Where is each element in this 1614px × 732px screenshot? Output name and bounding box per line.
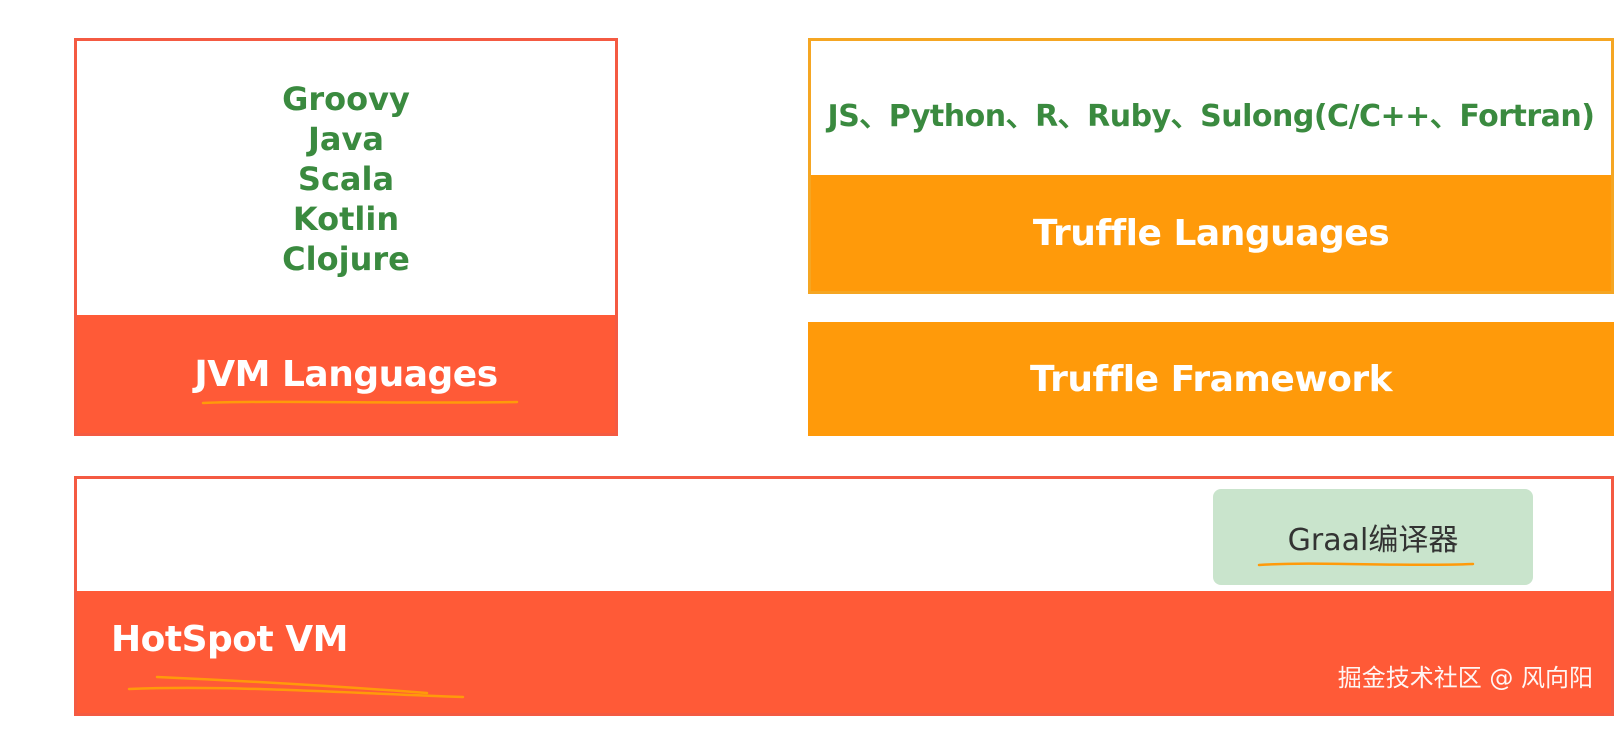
graal-compiler-label: Graal编译器 <box>1287 523 1459 558</box>
hotspot-underline-annotation <box>127 675 465 699</box>
truffle-framework-label: Truffle Framework <box>1029 358 1393 400</box>
language-item-java: Java <box>308 120 384 158</box>
jvm-languages-header: JVM Languages <box>77 315 615 433</box>
truffle-framework-box: Truffle Framework <box>808 322 1614 436</box>
truffle-language-list: JS、Python、R、Ruby、Sulong(C/C++、Fortran) <box>827 99 1595 134</box>
truffle-languages-box: JS、Python、R、Ruby、Sulong(C/C++、Fortran) T… <box>808 38 1614 294</box>
language-item-scala: Scala <box>297 160 395 198</box>
truffle-languages-header: Truffle Languages <box>811 175 1611 291</box>
truffle-languages-label: Truffle Languages <box>1032 212 1390 254</box>
hotspot-vm-box: Graal编译器 HotSpot VM 掘金技术社区 @ 风向阳 <box>74 476 1614 716</box>
language-item-clojure: Clojure <box>282 240 410 278</box>
graal-compiler-box: Graal编译器 <box>1213 489 1533 585</box>
jvm-language-list: Groovy Java Scala Kotlin Clojure <box>77 79 615 279</box>
jvm-languages-box: Groovy Java Scala Kotlin Clojure JVM Lan… <box>74 38 618 436</box>
hotspot-vm-label: HotSpot VM <box>111 619 348 660</box>
watermark-text: 掘金技术社区 @ 风向阳 <box>1337 664 1593 692</box>
hotspot-vm-bar: HotSpot VM 掘金技术社区 @ 风向阳 <box>77 591 1611 713</box>
language-item-groovy: Groovy <box>282 80 410 118</box>
jvm-languages-label: JVM Languages <box>194 353 498 395</box>
language-item-kotlin: Kotlin <box>292 200 400 238</box>
